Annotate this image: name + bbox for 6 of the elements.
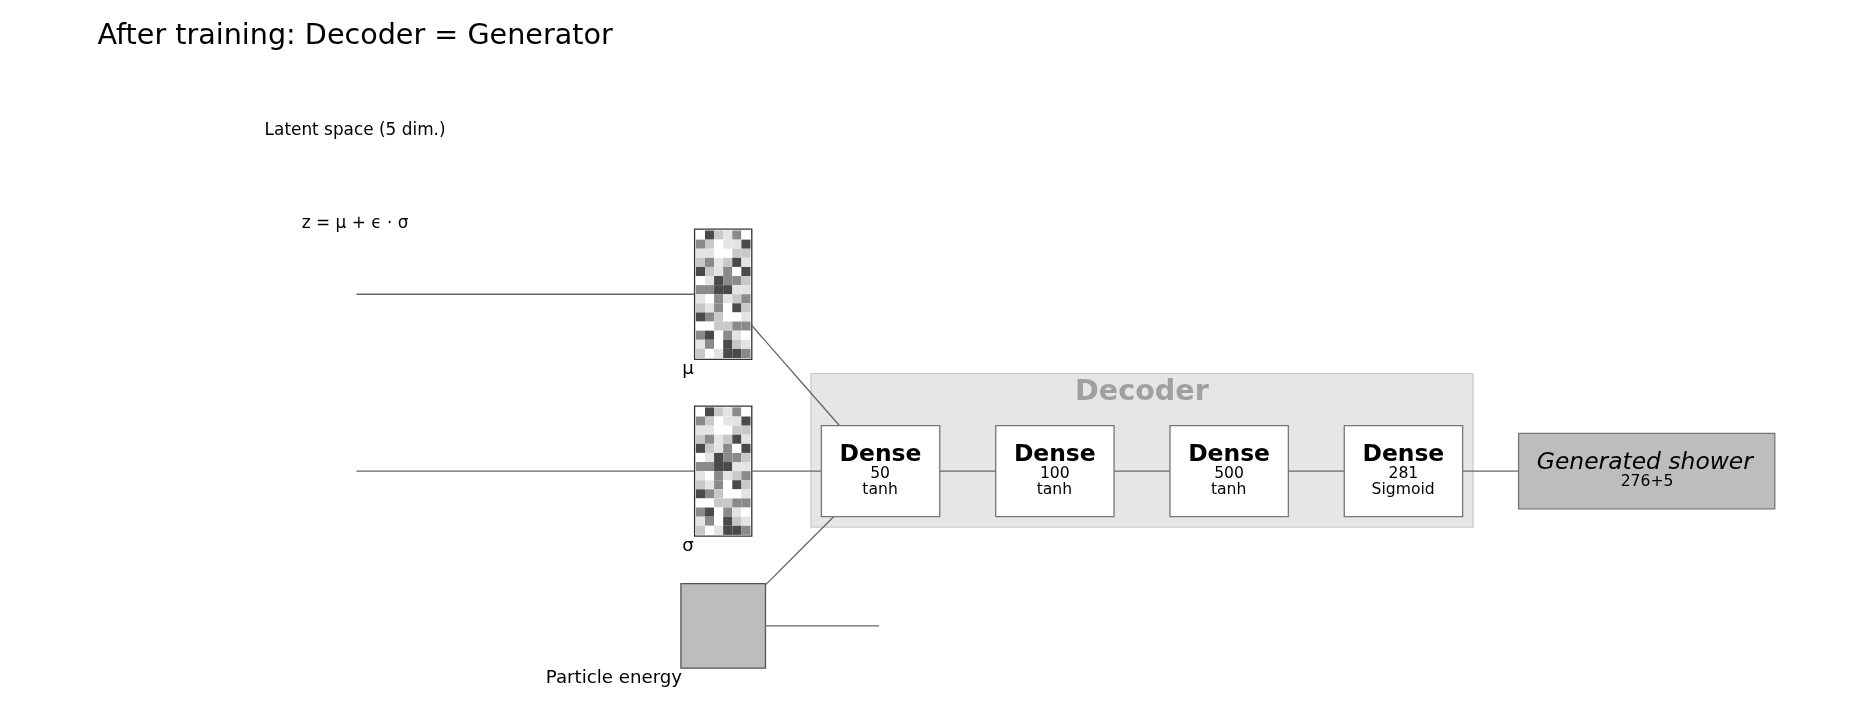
node-label: σ (682, 533, 694, 555)
label: Latent space (5 dim.) (264, 118, 446, 139)
label: After training: Decoder = Generator (97, 16, 613, 51)
label: z = μ + ϵ · σ (301, 212, 409, 233)
node-label: μ (682, 356, 694, 378)
node-label: Particle energy (545, 665, 683, 687)
